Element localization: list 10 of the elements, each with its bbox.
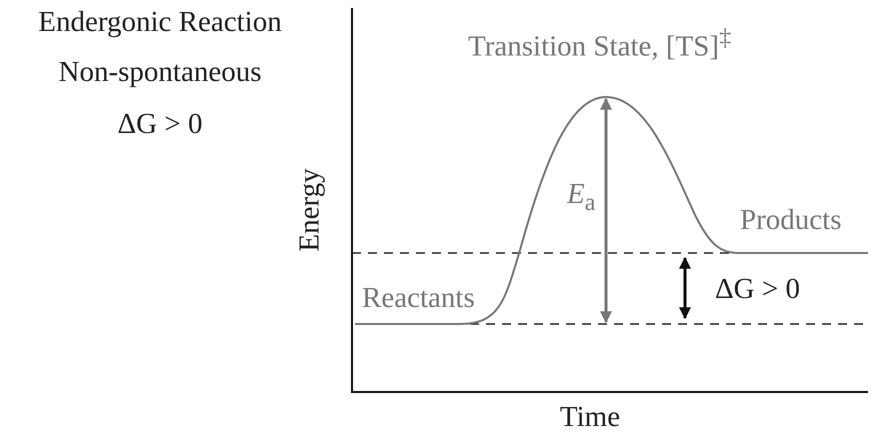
energy-change-label: ΔG > 0 [715, 275, 800, 304]
condition-text: ΔG > 0 [118, 110, 202, 139]
curve-label: Reactants [362, 284, 475, 313]
curve-label: Products [740, 206, 842, 235]
activation-energy-label: E$_{a}$ [567, 180, 596, 215]
axis-label: Time [560, 403, 620, 432]
subtitle: Non-spontaneous [58, 58, 262, 87]
axis-label: Energy [296, 168, 324, 252]
peak-label: Transition State, [TS]$^{‡}$ [468, 26, 732, 62]
title: Endergonic Reaction [37, 8, 283, 37]
